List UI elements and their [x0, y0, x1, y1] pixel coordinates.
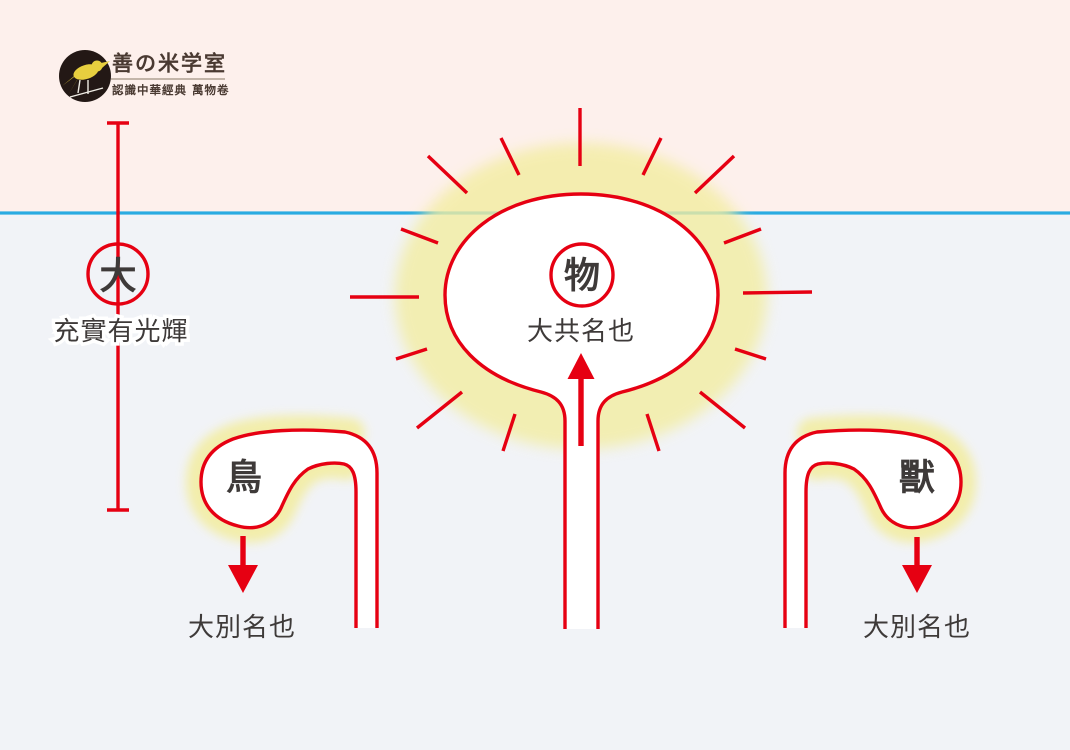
sun-rays: [350, 108, 813, 452]
bird-sprout-fill: [201, 430, 377, 628]
sun-ray: [415, 390, 464, 430]
sun-ray: [395, 347, 428, 361]
bird-term: 鳥: [226, 458, 262, 499]
beast-term: 獸: [899, 458, 935, 499]
bird-gloss: 大別名也: [188, 613, 296, 643]
beast-sprout-fill: [785, 430, 961, 628]
sun-ray: [641, 137, 663, 176]
sun-term-circle: [549, 242, 615, 308]
axis-gloss: 充實有光輝: [53, 317, 188, 347]
beast-down-arrow: [902, 537, 932, 593]
sun-ray: [499, 137, 521, 176]
beast-figure: 獸 大別名也: [783, 415, 977, 643]
axis-figure: 大 充實有光輝: [50, 121, 191, 512]
brand-logo: 善の米学室 認識中華經典 萬物卷: [59, 50, 230, 102]
down-arrow-head: [902, 565, 932, 593]
axis-term: 大: [100, 255, 137, 298]
sun-ray: [734, 347, 767, 361]
beast-sprout-outline: [783, 428, 963, 628]
sun-ray: [645, 413, 661, 452]
sun-body-outline: [443, 192, 720, 629]
down-arrow-shaft: [914, 537, 920, 568]
sun-ray: [400, 227, 439, 245]
beast-sprout-shape: [783, 415, 977, 628]
sun-gloss: 大共名也: [527, 317, 635, 347]
sun-term: 物: [564, 256, 600, 297]
sun-ray: [426, 154, 469, 195]
down-arrow-head: [228, 565, 258, 593]
sun-ray: [693, 154, 736, 195]
brand-subtitle: 認識中華經典 萬物卷: [112, 83, 230, 97]
up-arrow: [567, 353, 595, 446]
brand-name: 善の米学室: [112, 51, 227, 76]
down-arrow-shaft: [240, 536, 246, 568]
bird-down-arrow: [228, 536, 258, 593]
bird-figure: 鳥 大別名也: [185, 415, 379, 643]
beast-gloss: 大別名也: [863, 613, 971, 643]
sun-ray: [698, 390, 747, 430]
sun-ray: [723, 227, 762, 245]
axis-term-circle: [86, 242, 150, 306]
sun-figure: 物 大共名也: [350, 108, 813, 629]
sun-ray: [501, 413, 517, 452]
logo-bird-icon: [62, 60, 110, 98]
up-arrow-head: [567, 353, 595, 379]
bird-sprout-outline: [199, 428, 379, 628]
sun-ray: [742, 290, 813, 295]
up-arrow-shaft: [578, 377, 584, 446]
